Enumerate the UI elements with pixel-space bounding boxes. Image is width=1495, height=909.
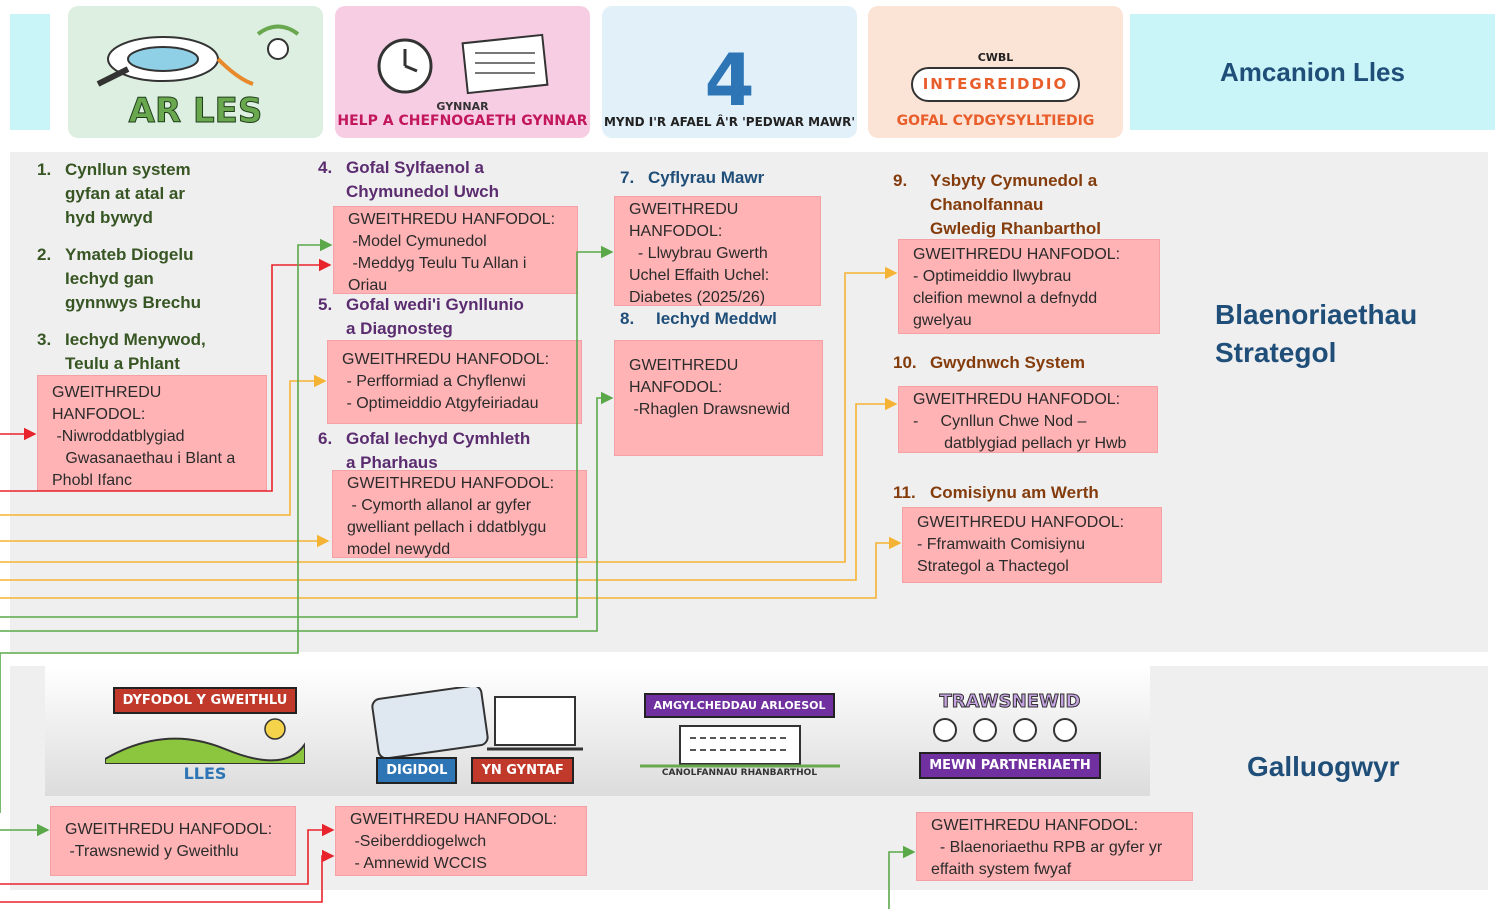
priority-7: 7.Cyflyrau Mawr xyxy=(620,168,765,187)
red-arrow-cyber xyxy=(0,823,335,885)
enabler-box-partnership: GWEITHREDU HANFODOL: - Blaenoriaethu RPB… xyxy=(916,812,1193,881)
priority-4: 4.Gofal Sylfaenol a Chymunedol Uwch xyxy=(318,158,500,201)
action-box-10: GWEITHREDU HANFODOL:- Cynllun Chwe Nod –… xyxy=(898,386,1158,453)
digital-label: DIGIDOL xyxy=(376,756,458,784)
priority-9: 9.Ysbyty Cymunedol a Chanolfannau Gwledi… xyxy=(893,171,1101,238)
building-icon xyxy=(639,724,840,767)
integrated-care-caption: GOFAL CYDGYSYLLTIEDIG xyxy=(896,113,1095,129)
page-title: Amcanion Lles xyxy=(1220,56,1405,87)
enablers-label: Galluogwyr xyxy=(1247,751,1400,782)
wellbeing-label: LLES xyxy=(183,764,227,783)
green-arrow-diabetes xyxy=(0,245,614,618)
regional-centres-label: CANOLFANNAU RHANBARTHOL xyxy=(661,767,818,778)
big-four-caption: MYND I'R AFAEL Â'R 'PEDWAR MAWR' xyxy=(603,115,856,129)
digital-first-tile: DIGIDOL YN GYNTAF xyxy=(360,675,590,795)
green-arrow-rpb xyxy=(888,845,916,909)
ar-les-caption: AR LES xyxy=(128,91,263,131)
strategic-label-line1: Blaenoriaethau xyxy=(1215,299,1418,330)
big-four-tile: 4 MYND I'R AFAEL Â'R 'PEDWAR MAWR' xyxy=(602,6,857,138)
action-box-9: GWEITHREDU HANFODOL:- Optimeiddio llwybr… xyxy=(898,239,1160,334)
strategic-label-line2: Strategol xyxy=(1215,337,1337,368)
partnership-label: MEWN PARTNERIAETH xyxy=(919,752,1101,779)
transformation-label: TRAWSNEWID xyxy=(939,691,1081,713)
orange-arrow-performance xyxy=(0,374,327,516)
priority-1: 1.Cynllun system gyfan at atal ar hyd by… xyxy=(37,160,191,227)
priority-3: 3.Iechyd Menywod, Teulu a Phlant xyxy=(37,330,206,373)
early-help-banner: GYNNAR xyxy=(436,100,489,113)
wellbeing-illustration-icon xyxy=(96,24,300,87)
early-help-caption: HELP A CHEFNOGAETH GYNNAR xyxy=(337,113,588,129)
enabler-box-digital: GWEITHREDU HANFODOL: -Seiberddiogelwch -… xyxy=(335,806,587,876)
green-arrow-community-model xyxy=(0,238,333,813)
big-four-number: 4 xyxy=(704,38,755,122)
transformation-partnership-tile: TRAWSNEWID MEWN PARTNERIAETH xyxy=(905,675,1115,795)
action-box-4: GWEITHREDU HANFODOL: -Model Cymunedol -M… xyxy=(333,206,578,294)
priority-10: 10.Gwydnwch System xyxy=(893,353,1085,372)
action-box-5: GWEITHREDU HANFODOL: - Perfformiad a Chy… xyxy=(327,340,582,424)
header-band-left xyxy=(10,14,50,130)
priority-2: 2.Ymateb Diogelu Iechyd gan gynnwys Brec… xyxy=(37,245,202,312)
integration-cloud: INTEGREIDDIO xyxy=(910,67,1081,102)
orange-arrow-commissioning xyxy=(0,536,902,599)
future-workforce-tile: DYFODOL Y GWEITHLU LLES xyxy=(100,675,310,795)
priority-6: 6.Gofal Iechyd Cymhleth a Pharhaus xyxy=(318,429,531,472)
red-arrow-wccis xyxy=(0,849,335,903)
people-icon xyxy=(933,718,1077,742)
landscape-icon xyxy=(105,718,305,764)
integrated-care-top: CWBL xyxy=(977,51,1014,64)
digital-first-label: YN GYNTAF xyxy=(471,756,574,784)
innovative-environments-tile: AMGYLCHEDDAU ARLOESOL CANOLFANNAU RHANBA… xyxy=(632,675,847,795)
early-help-tile: GYNNAR HELP A CHEFNOGAETH GYNNAR xyxy=(335,6,590,138)
innovative-environments-label: AMGYLCHEDDAU ARLOESOL xyxy=(643,692,836,718)
strategic-label: Blaenoriaethau Strategol xyxy=(1215,296,1417,372)
tablet-laptop-icon xyxy=(371,686,583,757)
red-arrow-gp-ooh xyxy=(0,258,332,492)
clock-calendar-icon xyxy=(377,33,549,95)
action-box-11: GWEITHREDU HANFODOL:- Fframwaith Comisiy… xyxy=(902,507,1162,583)
action-box-6: GWEITHREDU HANFODOL: - Cymorth allanol a… xyxy=(332,470,587,558)
wellbeing-objectives-title: Amcanion Lles xyxy=(1130,14,1495,130)
priority-11: 11.Comisiynu am Werth xyxy=(893,483,1099,502)
enabler-box-workforce: GWEITHREDU HANFODOL: -Trawsnewid y Gweit… xyxy=(50,806,296,876)
ar-les-tile: AR LES xyxy=(68,6,323,138)
priority-8: 8.Iechyd Meddwl xyxy=(620,309,777,328)
workforce-sign: DYFODOL Y GWEITHLU xyxy=(112,687,298,714)
priority-5: 5.Gofal wedi'i Gynllunio a Diagnosteg xyxy=(318,295,524,338)
orange-arrow-patient-flow xyxy=(0,266,898,563)
orange-arrow-six-goals xyxy=(0,397,898,581)
integrated-care-tile: CWBL INTEGREIDDIO GOFAL CYDGYSYLLTIEDIG xyxy=(868,6,1123,138)
